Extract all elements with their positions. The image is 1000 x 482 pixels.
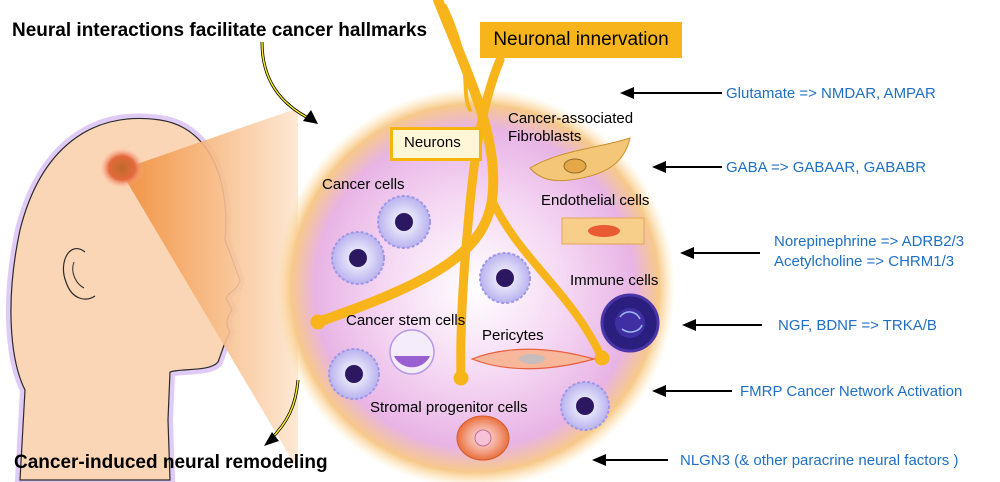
signal-acetylcholine: Acetylcholine => CHRM1/3 bbox=[774, 253, 955, 270]
fibroblast-cell bbox=[529, 137, 631, 182]
bottom-title: Cancer-induced neural remodeling bbox=[14, 452, 328, 473]
cancer-stem-cells-label: Cancer stem cells bbox=[346, 312, 466, 329]
tumor-spot-icon bbox=[100, 148, 144, 188]
stromal-progenitor-cell bbox=[456, 415, 510, 461]
stem-cell bbox=[389, 329, 435, 375]
arrow-head-icon bbox=[264, 432, 279, 446]
neurons-label: Neurons bbox=[404, 134, 461, 151]
endothelial-cells-label: Endothelial cells bbox=[541, 192, 650, 209]
signal-fmrp: FMRP Cancer Network Activation bbox=[740, 383, 963, 400]
signal-gaba: GABA => GABAAR, GABABR bbox=[726, 159, 927, 176]
neuronal-innervation-label: Neuronal innervation bbox=[480, 22, 682, 58]
endothelial-cell bbox=[561, 217, 645, 245]
arrow-head-icon bbox=[303, 110, 318, 124]
pericyte-cell bbox=[470, 348, 597, 370]
magnification-beam bbox=[120, 108, 298, 470]
title-arrows bbox=[260, 41, 318, 446]
cancer-cells-label: Cancer cells bbox=[322, 176, 405, 193]
signal-arrows bbox=[592, 87, 762, 466]
signal-glutamate: Glutamate => NMDAR, AMPAR bbox=[726, 85, 936, 102]
neurons-box bbox=[390, 127, 482, 161]
signal-norepinephrine: Norepinephrine => ADRB2/3 bbox=[774, 233, 965, 250]
immune-cell bbox=[600, 293, 660, 353]
immune-cells-label: Immune cells bbox=[570, 272, 659, 289]
nerve-fibers bbox=[310, 0, 610, 386]
cancer-cells bbox=[328, 195, 610, 431]
signal-ngf-bdnf: NGF, BDNF => TRKA/B bbox=[778, 317, 937, 334]
signal-nlgn3: NLGN3 (& other paracrine neural factors … bbox=[680, 452, 959, 469]
caf-label-line1: Cancer-associated bbox=[508, 110, 634, 127]
stromal-progenitor-label: Stromal progenitor cells bbox=[370, 399, 528, 416]
top-title: Neural interactions facilitate cancer ha… bbox=[12, 20, 428, 41]
pericytes-label: Pericytes bbox=[482, 327, 544, 344]
caf-label-line2: Fibroblasts bbox=[508, 128, 582, 145]
